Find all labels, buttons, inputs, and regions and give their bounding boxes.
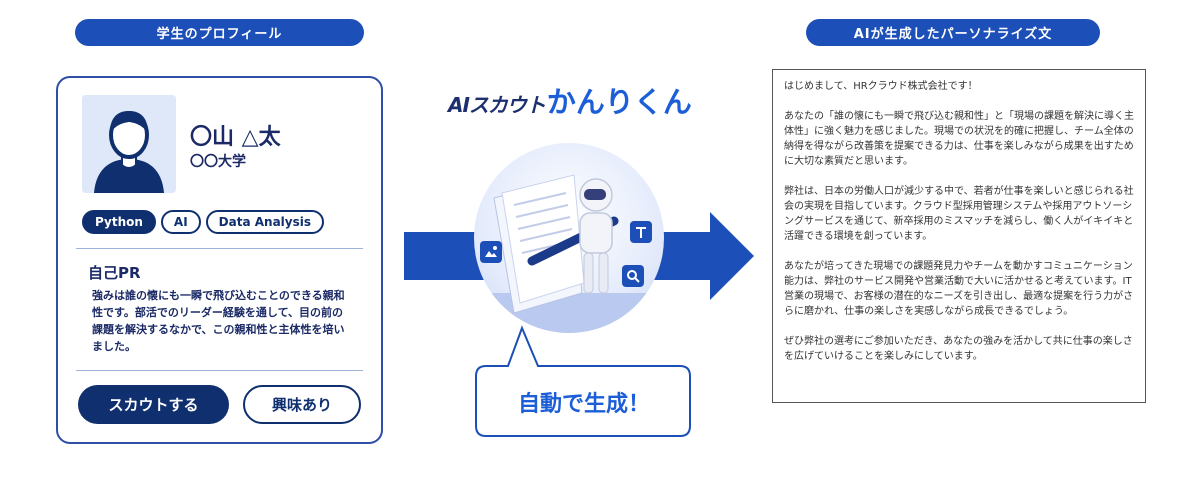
student-school: 〇〇大学 <box>190 154 246 170</box>
self-pr-text: 強みは誰の懐にも一瞬で飛び込むことのできる親和性です。部活でのリーダー経験を通し… <box>92 289 345 353</box>
skill-tags: Python AI Data Analysis <box>82 210 325 234</box>
generated-paragraph: はじめまして、HRクラウド株式会社です！ <box>784 81 978 92</box>
image-icon <box>480 241 502 263</box>
robot-illustration <box>474 143 664 333</box>
generated-paragraph: あなたの「誰の懐にも一瞬で飛び込む親和性」と「現場の課題を解決に導く主体性」に強… <box>784 111 1134 167</box>
student-name: 〇山 △太 <box>190 125 281 150</box>
scout-button[interactable]: スカウトする <box>78 385 229 424</box>
generated-paragraph: ぜひ弊社の選考にご参加いただき、あなたの強みを活かして共に仕事の楽しさを広げてい… <box>784 336 1133 362</box>
generated-paragraph: あなたが培ってきた現場での課題発見力やチームを動かすコミュニケーション能力は、弊… <box>784 261 1134 317</box>
divider <box>76 248 363 249</box>
divider <box>76 370 363 371</box>
self-pr-title: 自己PR <box>88 264 141 282</box>
skill-tag-data-analysis: Data Analysis <box>205 210 325 234</box>
logo-suffix: かんりくん <box>546 85 692 119</box>
skill-tag-python: Python <box>82 210 156 234</box>
product-logo: AIスカウト かんりくん <box>448 79 720 119</box>
auto-generate-bubble <box>475 325 691 437</box>
auto-generate-label: 自動で生成！ <box>517 392 650 417</box>
text-icon <box>630 221 652 243</box>
interest-button[interactable]: 興味あり <box>243 385 361 424</box>
skill-tag-ai: AI <box>160 210 201 234</box>
profile-section-header: 学生のプロフィール <box>75 19 364 46</box>
search-icon <box>622 265 644 287</box>
logo-prefix: AIスカウト <box>448 93 546 117</box>
generated-paragraph: 弊社は、日本の労働人口が減少する中で、若者が仕事を楽しいと感じられる社会の実現を… <box>784 186 1134 242</box>
result-section-header: AIが生成したパーソナライズ文 <box>806 19 1100 46</box>
generated-message-box: はじめまして、HRクラウド株式会社です！ あなたの「誰の懐にも一瞬で飛び込む親和… <box>772 69 1146 403</box>
user-avatar-icon <box>82 95 176 193</box>
student-profile-card: 〇山 △太 〇〇大学 Python AI Data Analysis 自己PR … <box>56 76 383 444</box>
